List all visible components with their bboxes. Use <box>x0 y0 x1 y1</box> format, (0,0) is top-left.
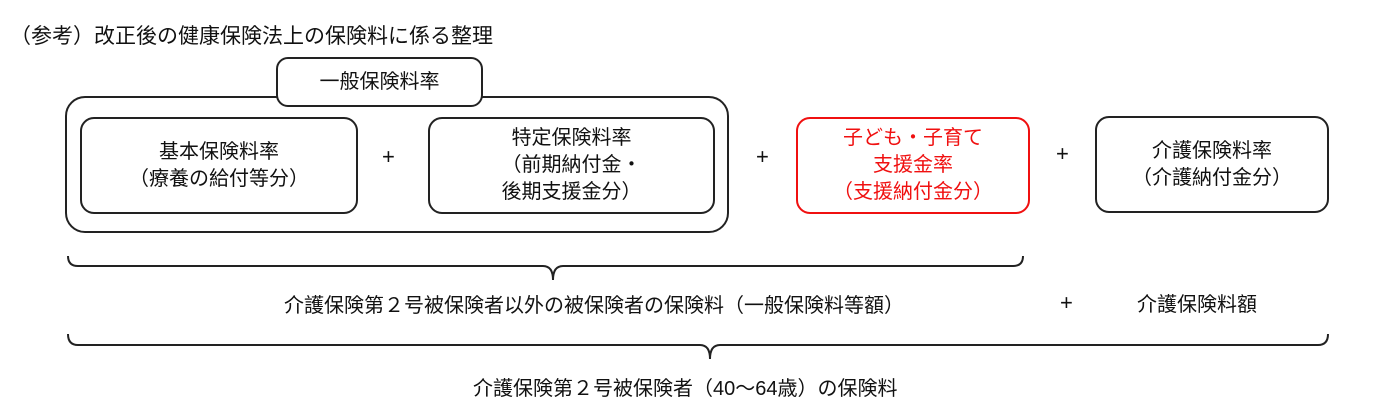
brace-total <box>67 333 1329 360</box>
child-support-line1: 子ども・子育て <box>843 127 983 149</box>
care-rate-line1: 介護保険料率 <box>1152 139 1272 162</box>
plus-sign: + <box>1056 141 1069 166</box>
specific-rate-box: 特定保険料率 （前期納付金・ 後期支援金分） <box>428 117 715 214</box>
diagram-title: （参考）改正後の健康保険法上の保険料に係る整理 <box>10 25 493 48</box>
basic-rate-line2: （療養の給付等分） <box>129 167 309 190</box>
care-amount-label: 介護保険料額 <box>1137 294 1257 316</box>
child-support-line2: 支援金率 <box>873 154 953 176</box>
general-rate-label-box: 一般保険料率 <box>276 57 483 107</box>
care-rate-line2: （介護納付金分） <box>1132 166 1292 189</box>
general-rate-label: 一般保険料率 <box>319 70 440 93</box>
brace-general <box>67 255 1024 281</box>
plus-sign: + <box>382 144 395 169</box>
basic-rate-box: 基本保険料率 （療養の給付等分） <box>80 117 358 214</box>
care-rate-box: 介護保険料率 （介護納付金分） <box>1095 116 1329 213</box>
brace2-label: 介護保険第２号被保険者（40～64歳）の保険料 <box>473 378 898 400</box>
child-support-line3: （支援納付金分） <box>833 181 993 203</box>
child-support-rate-box: 子ども・子育て 支援金率 （支援納付金分） <box>796 117 1030 214</box>
plus-sign: + <box>1060 290 1073 315</box>
plus-sign: + <box>756 144 769 169</box>
specific-rate-line3: 後期支援金分） <box>501 181 642 203</box>
basic-rate-line1: 基本保険料率 <box>159 140 279 163</box>
specific-rate-line1: 特定保険料率 <box>511 127 632 149</box>
specific-rate-line2: （前期納付金・ <box>501 154 642 176</box>
brace1-label: 介護保険第２号被保険者以外の被保険者の保険料（一般保険料等額） <box>284 295 904 317</box>
